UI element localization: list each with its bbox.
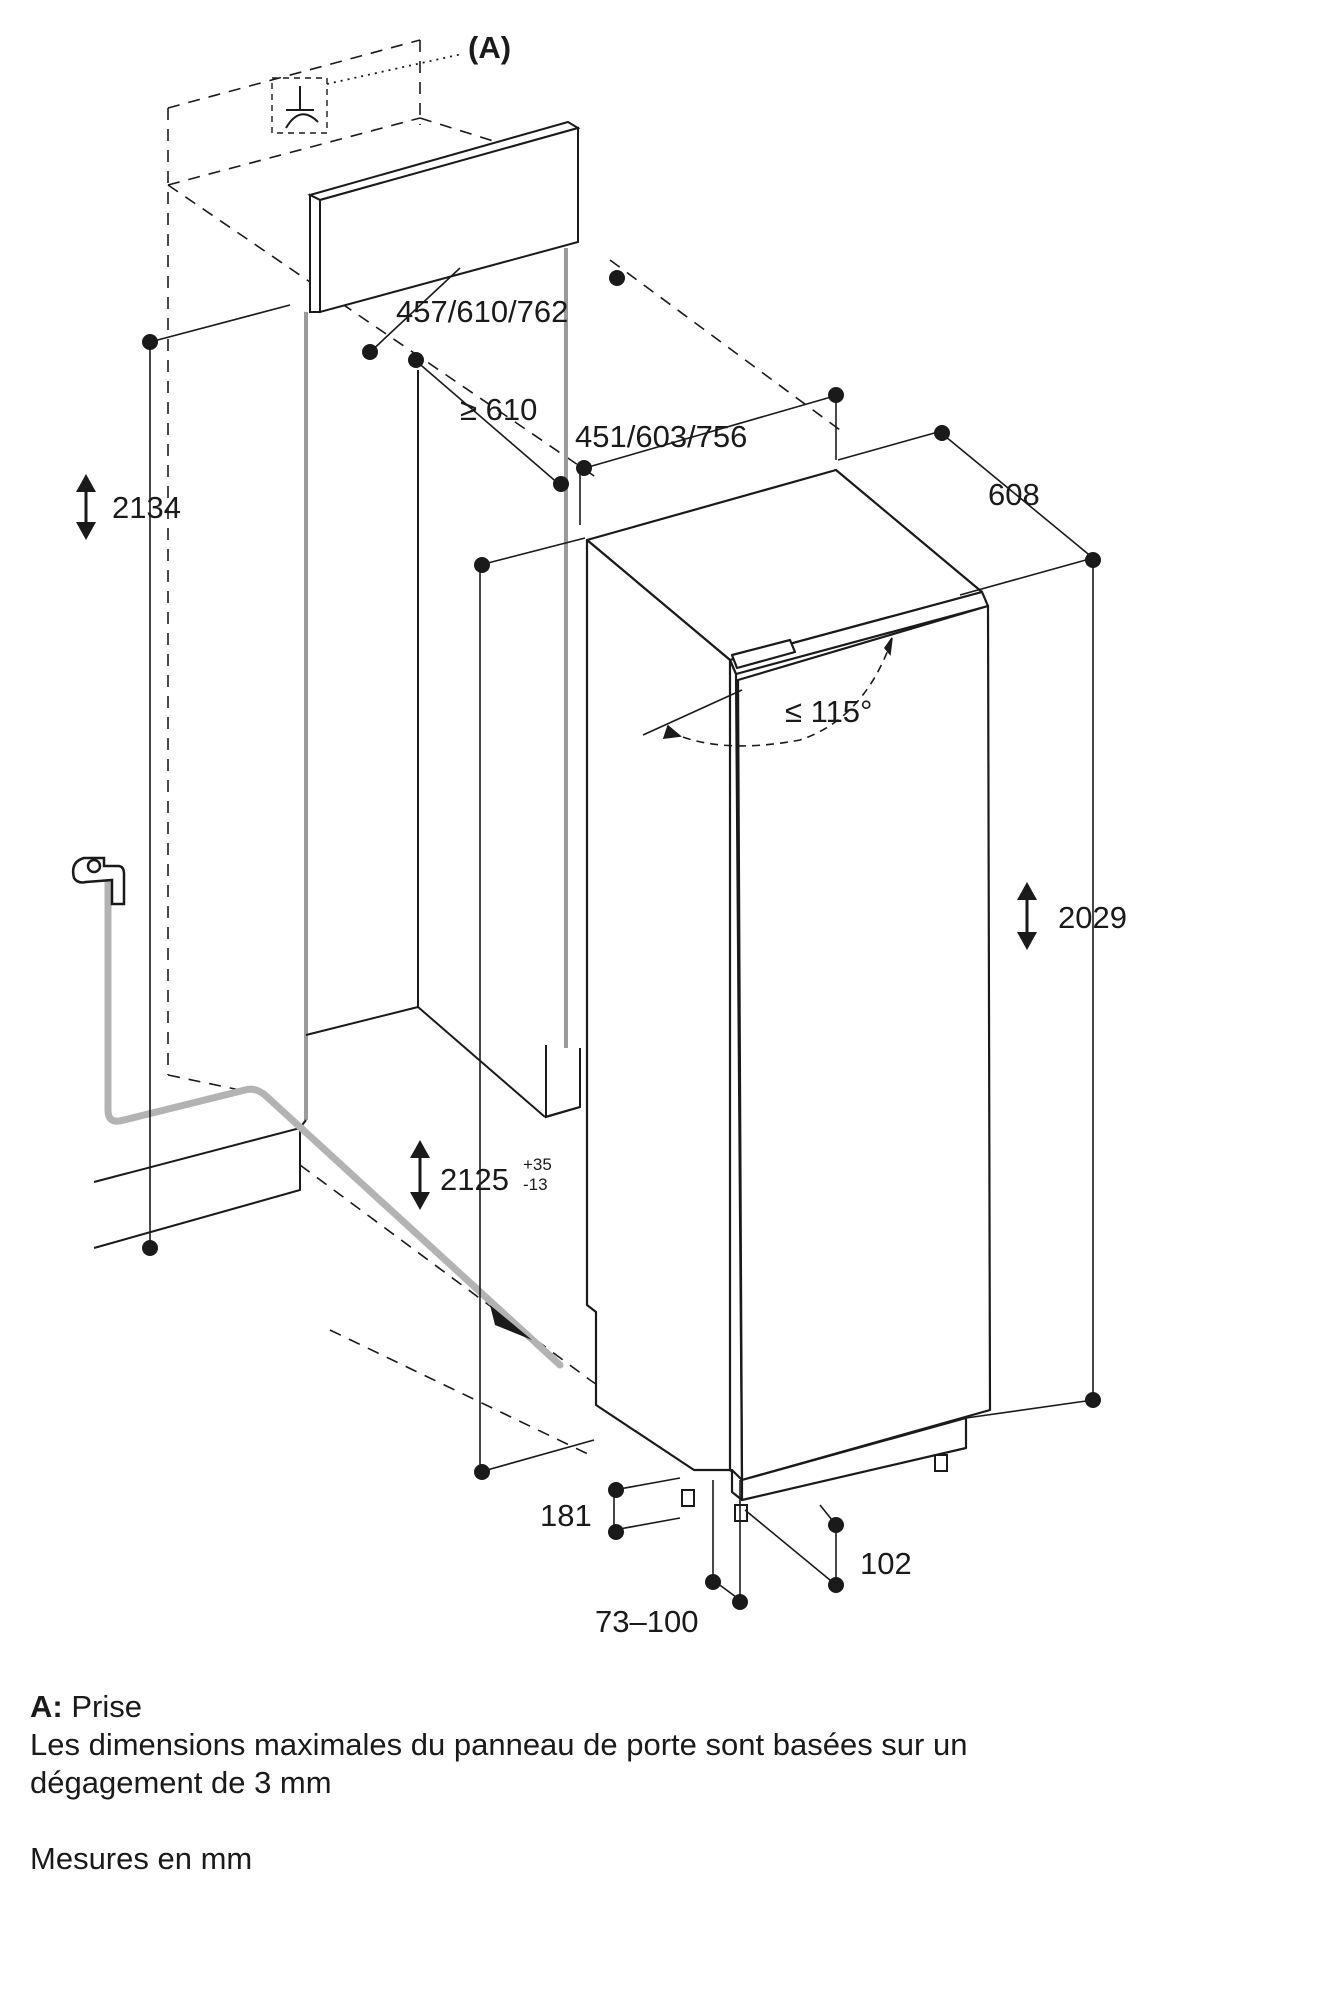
door-angle-label: ≤ 115° <box>785 694 872 729</box>
door-panel-widths-label: 451/603/756 <box>575 419 747 454</box>
legend-key-text: Prise <box>71 1689 142 1724</box>
socket-box <box>271 53 463 134</box>
upper-panel <box>307 120 581 314</box>
legend-key-label: A: <box>30 1689 63 1724</box>
door-panel-height-tolerance-plus: +35 <box>523 1155 552 1174</box>
door-swing-arc <box>642 637 893 747</box>
appliance-height-label: 2029 <box>1058 900 1127 935</box>
wall-block <box>93 370 581 1249</box>
legend-key-row: A: Prise <box>30 1688 1290 1726</box>
door-panel-height-label: 2125 <box>440 1162 509 1197</box>
water-tap-icon <box>71 856 126 906</box>
niche-side-walls <box>304 248 568 1120</box>
door-panel-height-tolerance-minus: -13 <box>523 1175 548 1194</box>
niche-height-label: 2134 <box>112 490 181 525</box>
door-panel-height-arrow-icon <box>410 1140 430 1210</box>
niche-height-arrow-icon <box>76 474 96 540</box>
legend-note-line-2: dégagement de 3 mm <box>30 1765 332 1800</box>
plinth-offset-label: 73–100 <box>595 1604 698 1639</box>
appliance-depth-label: 608 <box>988 477 1040 512</box>
panel-widths-label: 457/610/762 <box>396 294 568 329</box>
installation-diagram: (A) <box>71 30 1127 1639</box>
dimension-endpoints <box>142 270 1101 1610</box>
appliance-feet <box>681 1454 948 1522</box>
legend-note-line-1: Les dimensions maximales du panneau de p… <box>30 1727 968 1762</box>
min-depth-label: ≥ 610 <box>460 392 537 427</box>
water-pipe <box>104 876 564 1369</box>
plinth-depth-label: 102 <box>860 1546 912 1581</box>
callout-a-label: (A) <box>468 30 511 65</box>
height-arrows <box>76 474 1037 1210</box>
appliance-body <box>585 468 992 1502</box>
dimension-lines <box>149 267 1094 1601</box>
legend: A: Prise Les dimensions maximales du pan… <box>30 1688 1290 1878</box>
legend-units: Mesures en mm <box>30 1841 253 1876</box>
appliance-height-arrow-icon <box>1017 882 1037 950</box>
plinth-height-label: 181 <box>540 1498 592 1533</box>
